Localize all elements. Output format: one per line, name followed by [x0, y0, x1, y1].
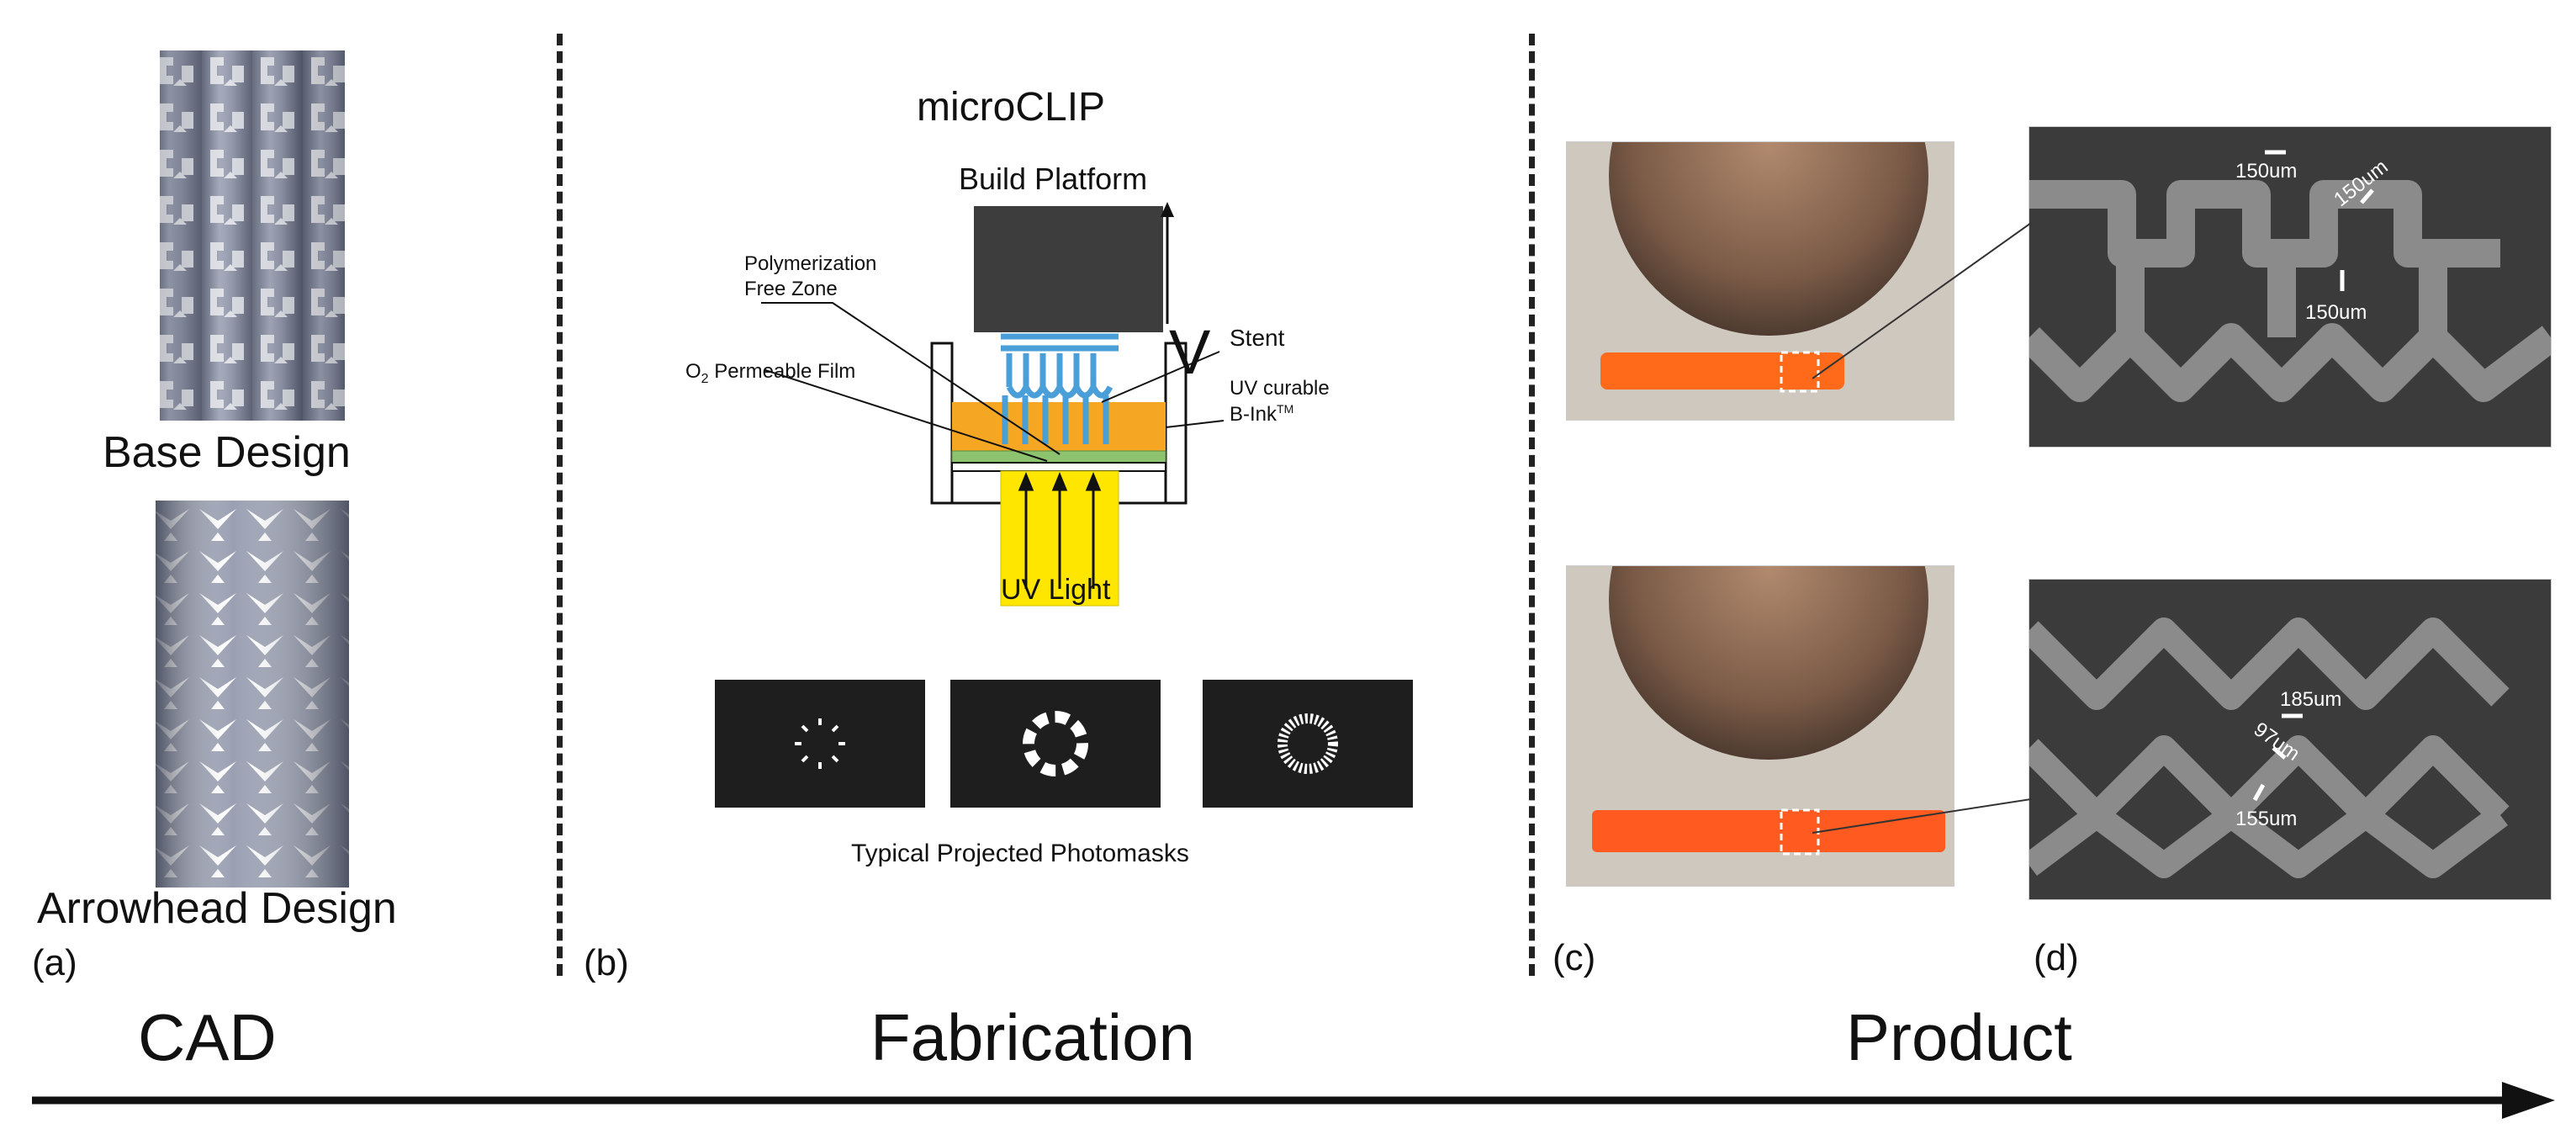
photomask-3	[1203, 680, 1413, 808]
measurement-top-1: 150um	[2235, 160, 2297, 183]
penny-coin-2	[1609, 566, 1928, 760]
base-design-stent-render	[160, 50, 345, 421]
polymerization-zone-label-line1: Polymerization	[744, 252, 877, 275]
printed-arrowhead-stent	[1592, 810, 1945, 852]
o2-permeable-film-label: O2 Permeable Film	[685, 360, 856, 386]
stent-label: Stent	[1230, 325, 1285, 351]
uv-arrows	[1018, 472, 1102, 589]
panel-label-d: (d)	[2034, 937, 2079, 978]
penny-coin	[1609, 142, 1928, 336]
arrowhead-design-stent-render	[156, 501, 349, 888]
build-platform	[974, 206, 1163, 332]
panel-label-a: (a)	[32, 942, 77, 983]
uv-curable-label-line1: UV curable	[1230, 377, 1330, 400]
measurement-bottom-1: 185um	[2280, 688, 2341, 711]
photomasks-caption: Typical Projected Photomasks	[851, 840, 1189, 867]
uv-light-label: UV Light	[1001, 574, 1111, 606]
microclip-schematic	[761, 202, 1225, 607]
photo-arrowhead-stent-with-coin	[1566, 565, 1954, 887]
build-platform-label: Build Platform	[959, 162, 1148, 196]
base-design-label: Base Design	[103, 428, 351, 477]
sem-arrowhead-stent: 185um 97um 155um	[2029, 579, 2552, 900]
uv-curable-resin	[952, 402, 1166, 451]
photomask-2	[950, 680, 1161, 808]
o2-permeable-film	[951, 450, 1166, 464]
panel-label-b: (b)	[584, 942, 629, 983]
divider-fabrication-product	[1529, 34, 1535, 976]
velocity-label: V	[1169, 317, 1211, 387]
microclip-title: microCLIP	[917, 85, 1106, 130]
polymerization-zone-label-line2: Free Zone	[744, 278, 838, 300]
zoom-line-top	[1812, 222, 2032, 379]
uv-curable-label-line2: B-InkTM	[1230, 402, 1294, 426]
stage-label-cad: CAD	[138, 1000, 277, 1074]
photomask-1	[715, 680, 925, 808]
printed-base-stent	[1600, 352, 1844, 389]
divider-cad-fabrication	[557, 34, 563, 976]
vat-left-wall	[930, 342, 954, 505]
arrowhead-design-label: Arrowhead Design	[37, 884, 397, 933]
zoom-line-bottom	[1812, 798, 2032, 834]
panel-label-c: (c)	[1552, 937, 1596, 978]
stent-structure	[1001, 333, 1119, 444]
stage-label-product: Product	[1846, 1000, 2072, 1074]
workflow-arrow	[32, 1082, 2555, 1119]
measurement-bottom-3: 155um	[2235, 808, 2297, 830]
measurement-top-3: 150um	[2305, 301, 2367, 324]
sem-base-stent: 150um 150um 150um	[2029, 126, 2552, 448]
stage-label-fabrication: Fabrication	[870, 1000, 1195, 1074]
photo-base-stent-with-coin	[1566, 141, 1954, 421]
